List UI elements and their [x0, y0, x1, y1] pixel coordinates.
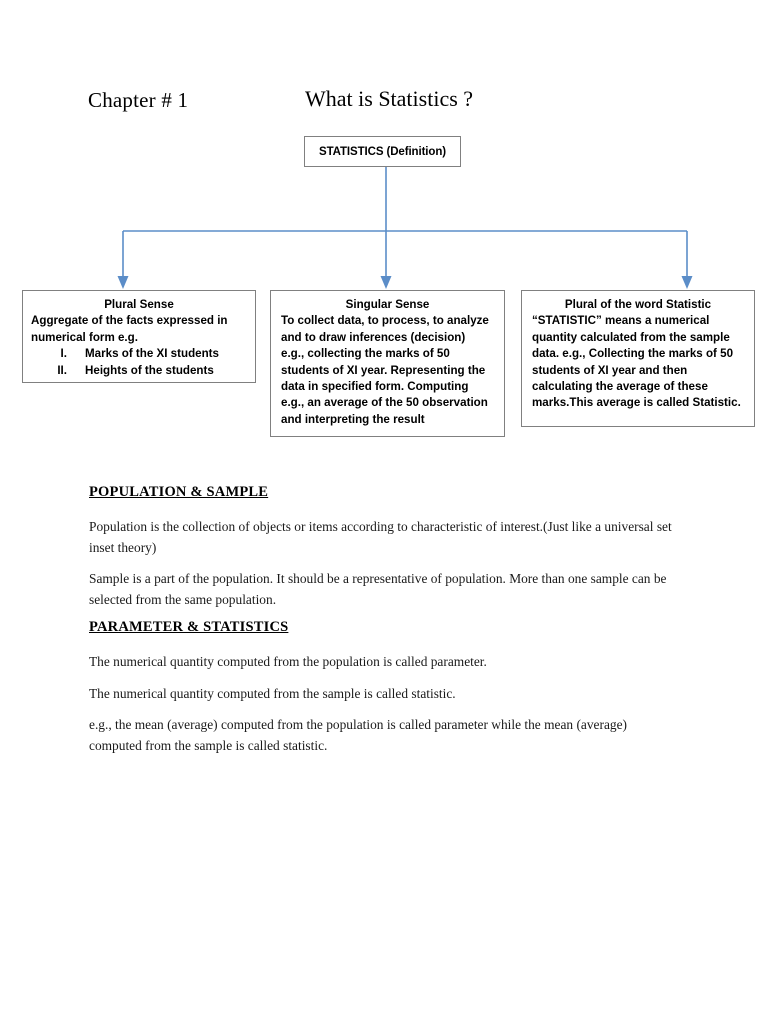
paragraph-sample: Sample is a part of the population. It s…: [89, 571, 667, 607]
list-item: I. Marks of the XI students: [31, 346, 247, 362]
paragraph-parameter-example: e.g., the mean (average) computed from t…: [89, 717, 627, 753]
plural-of-word-statistic-line: students of XI year and then: [532, 363, 688, 377]
section-heading-parameter-statistics: PARAMETER & STATISTICS: [89, 619, 289, 635]
plural-sense-line: numerical form e.g.: [31, 330, 138, 344]
list-item-numeral: II.: [57, 363, 67, 377]
list-item-text: Marks of the XI students: [85, 347, 219, 361]
page-title: What is Statistics ?: [305, 86, 474, 111]
paragraph-statistic: The numerical quantity computed from the…: [89, 686, 456, 701]
plural-of-word-statistic-line: data. e.g., Collecting the marks of 50: [532, 347, 734, 361]
plural-sense-list: I. Marks of the XI students II. Heights …: [31, 346, 247, 379]
singular-sense-line: data in specified form. Computing: [281, 380, 469, 394]
singular-sense-line: e.g., an average of the 50 observation: [281, 396, 488, 410]
plural-sense-box: Plural Sense Aggregate of the facts expr…: [22, 290, 256, 383]
singular-sense-line: and interpreting the result: [281, 412, 425, 426]
singular-sense-box: Singular Sense To collect data, to proce…: [270, 290, 505, 437]
singular-sense-title: Singular Sense: [345, 298, 430, 311]
plural-of-word-statistic-line: “STATISTIC” means a numerical: [532, 314, 710, 328]
plural-of-word-statistic-title: Plural of the word Statistic: [564, 298, 712, 311]
singular-sense-line: e.g., collecting the marks of 50: [281, 347, 450, 361]
plural-sense-line: Aggregate of the facts expressed in: [31, 314, 228, 328]
plural-of-word-statistic-line: calculating the average of these: [532, 380, 708, 394]
plural-of-word-statistic-line: marks.This average is called Statistic.: [532, 396, 741, 410]
list-item-numeral: I.: [60, 347, 67, 361]
paragraph-population: Population is the collection of objects …: [89, 519, 672, 555]
plural-sense-title: Plural Sense: [104, 298, 174, 311]
singular-sense-line: and to draw inferences (decision): [281, 330, 466, 344]
plural-of-word-statistic-line: quantity calculated from the sample: [532, 330, 730, 344]
singular-sense-line: students of XI year. Representing the: [281, 363, 486, 377]
list-item: II. Heights of the students: [31, 363, 247, 379]
singular-sense-line: To collect data, to process, to analyze: [281, 314, 489, 328]
statistics-flowchart: STATISTICS (Definition) Plural Sense Agg…: [0, 0, 768, 460]
section-heading-population-sample: POPULATION & SAMPLE: [89, 484, 269, 500]
paragraph-parameter: The numerical quantity computed from the…: [89, 654, 487, 669]
list-item-text: Heights of the students: [85, 363, 214, 377]
chapter-label: Chapter # 1: [88, 88, 189, 112]
plural-of-word-statistic-box: Plural of the word Statistic “STATISTIC”…: [521, 290, 755, 427]
statistics-definition-label: STATISTICS (Definition): [319, 145, 446, 158]
statistics-definition-box: STATISTICS (Definition): [304, 136, 461, 167]
